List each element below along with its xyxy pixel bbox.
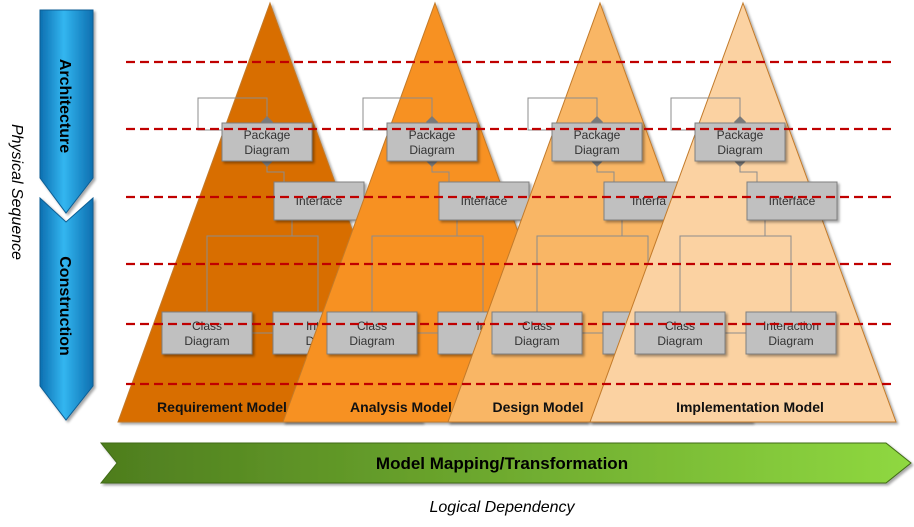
interaction-diagram-box — [745, 311, 837, 355]
architecture-label: Architecture — [56, 59, 73, 153]
interaction-diagram-box-label-line2: Diagram — [768, 334, 813, 348]
interaction-link — [765, 235, 792, 312]
interface-box-label: Interfa — [632, 194, 666, 208]
class-diagram-box — [326, 311, 418, 355]
interface-box — [273, 181, 365, 221]
interaction-link — [292, 235, 319, 312]
architecture-phase-arrow — [39, 9, 94, 214]
package-diagram-box-label-line2: Diagram — [244, 143, 289, 157]
package-diagram-box-label-line2: Diagram — [574, 143, 619, 157]
package-diagram-box-label-line1: Package — [409, 128, 456, 142]
class-diagram-box-label-line1: Class — [665, 319, 695, 333]
logical-dependency-label: Logical Dependency — [430, 499, 576, 516]
interaction-diagram-box-label-line1: Interaction — [763, 319, 819, 333]
construction-label: Construction — [56, 256, 73, 356]
package-diagram-box-label-line2: Diagram — [409, 143, 454, 157]
model-label-2: Design Model — [492, 399, 583, 415]
package-self-link — [197, 97, 268, 131]
class-diagram-box-label-line1: Class — [522, 319, 552, 333]
dashed-lines — [126, 60, 893, 386]
mapping-banner: Model Mapping/Transformation — [99, 442, 912, 484]
class-diagram-box — [634, 311, 726, 355]
class-diagram-box — [491, 311, 583, 355]
package-diagram-box-label-line1: Package — [244, 128, 291, 142]
model-3: PackageDiagramInterfaceClassDiagramInter… — [589, 1, 897, 423]
class-diagram-box-label-line2: Diagram — [349, 334, 394, 348]
mapping-banner-arrow — [99, 442, 912, 484]
class-link — [206, 220, 293, 312]
package-diagram-box-label-line2: Diagram — [717, 143, 762, 157]
interface-box — [746, 181, 838, 221]
models-layer: PackageDiagramInterfaceClassDiagramInter… — [117, 1, 897, 423]
construction-phase-arrow — [39, 196, 94, 421]
model-label-0: Requirement Model — [157, 399, 287, 415]
class-diagram-box — [161, 311, 253, 355]
phase-arrows: Architecture Construction — [39, 9, 94, 421]
physical-sequence-label: Physical Sequence — [8, 124, 25, 260]
interface-box — [438, 181, 530, 221]
model-label-3: Implementation Model — [676, 399, 824, 415]
package-diagram-box-label-line1: Package — [574, 128, 621, 142]
class-link — [536, 220, 623, 312]
class-diagram-box-label-line1: Class — [357, 319, 387, 333]
class-link — [679, 220, 766, 312]
model-label-1: Analysis Model — [350, 399, 452, 415]
class-diagram-box-label-line2: Diagram — [657, 334, 702, 348]
package-diagram-box-label-line1: Package — [717, 128, 764, 142]
class-diagram-box-label-line2: Diagram — [184, 334, 229, 348]
class-link — [371, 220, 458, 312]
mapping-banner-label: Model Mapping/Transformation — [376, 454, 628, 473]
interaction-link — [457, 235, 484, 312]
class-diagram-box-label-line2: Diagram — [514, 334, 559, 348]
class-diagram-box-label-line1: Class — [192, 319, 222, 333]
